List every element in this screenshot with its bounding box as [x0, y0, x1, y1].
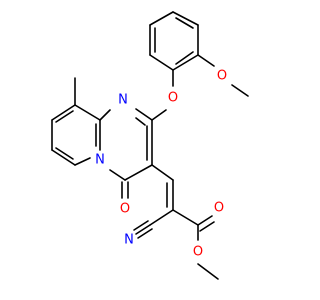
ring-nitrogen-top-label: N — [118, 93, 128, 108]
nitrile-nitrogen-label: N — [124, 233, 134, 248]
ester-double-oxygen-label: O — [214, 201, 224, 216]
carbonyl-group — [121, 181, 129, 199]
pyridine-ring — [51, 104, 101, 166]
chemical-structure: O O N N O O O N — [51, 11, 249, 280]
aryl-ether-linkage — [151, 69, 174, 121]
pyrimidinone-ring — [99, 108, 153, 181]
methyl-ester-group — [172, 209, 219, 280]
methoxy-group — [197, 54, 249, 97]
ring-nitrogen-bottom-label: N — [95, 153, 105, 168]
methoxyphenyl-ring — [149, 11, 199, 71]
molecule-canvas: O O N N O O O N — [51, 11, 249, 280]
ether-oxygen-label: O — [168, 91, 178, 106]
methoxy-oxygen-label: O — [217, 69, 227, 84]
carbonyl-oxygen-label: O — [120, 202, 130, 217]
nitrile-group — [133, 209, 174, 239]
ester-single-oxygen-label: O — [193, 245, 203, 260]
vinyl-bridge — [151, 164, 174, 211]
